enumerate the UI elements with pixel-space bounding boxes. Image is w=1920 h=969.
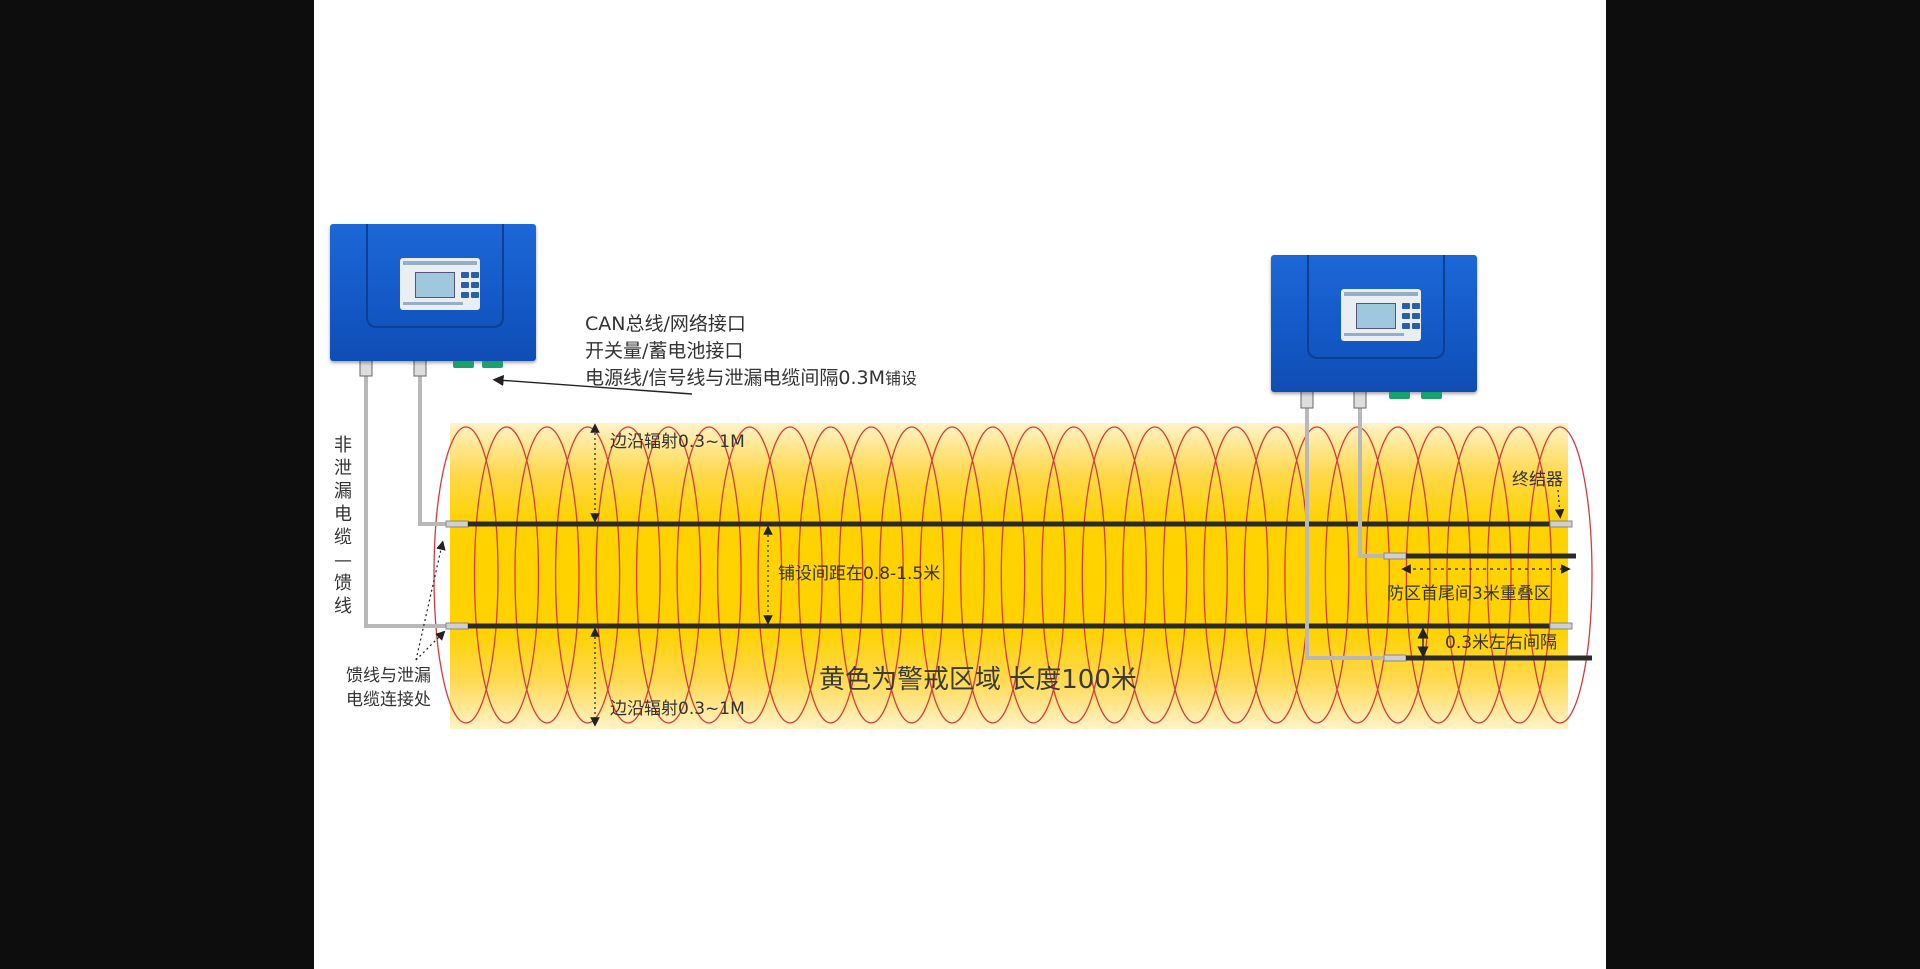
unit-key: [471, 272, 479, 278]
radiation-ellipse: [595, 426, 661, 724]
unit-key: [1412, 313, 1420, 319]
unit-key: [461, 292, 469, 298]
radiation-ellipse: [1203, 426, 1269, 724]
unit-key: [1402, 313, 1410, 319]
left-connector-top: [445, 520, 469, 528]
unit-display-title: [1344, 292, 1418, 296]
unit-port-1: [1389, 392, 1410, 399]
right-connector-top: [1383, 552, 1407, 560]
radiation-ellipse: [514, 426, 580, 724]
radiation-ellipse: [473, 426, 540, 724]
radiation-ellipse: [716, 426, 783, 724]
left-connector-bottom: [445, 622, 469, 630]
radiation-ellipse: [1365, 426, 1431, 724]
radiation-ellipse: [1122, 426, 1188, 724]
interface-label-power: 电源线/信号线与泄漏电缆间隔0.3M铺设: [585, 367, 917, 390]
radiation-ellipse: [554, 426, 621, 724]
radiation-ellipse: [798, 426, 864, 724]
feeder-cable-vertical-label: 非泄漏电缆—馈线: [334, 435, 352, 617]
diagram-canvas: CAN总线/网络接口 开关量/蓄电池接口 电源线/信号线与泄漏电缆间隔0.3M铺…: [314, 0, 1606, 969]
terminator-arrow: [1554, 489, 1565, 519]
unit-display-footer: [403, 302, 463, 305]
radiation-ellipse: [1081, 426, 1147, 724]
radiation-ellipse: [960, 426, 1026, 724]
overlap-zone-label: 防区首尾间3米重叠区: [1387, 584, 1551, 604]
radiation-ellipse: [757, 426, 823, 724]
interface-label-can: CAN总线/网络接口: [585, 313, 746, 335]
right-controller-unit: [1271, 255, 1477, 399]
unit-key: [1412, 303, 1420, 309]
radiation-ellipse: [1446, 426, 1512, 724]
unit-display-footer: [1344, 333, 1404, 336]
right-connector-bottom: [1383, 654, 1407, 662]
right-plug-1: [1300, 389, 1314, 409]
unit-port-1: [453, 361, 474, 368]
radiation-ellipse: [1324, 426, 1391, 724]
unit-key: [1402, 303, 1410, 309]
connection-arrow-2: [415, 630, 446, 661]
unit-lcd-screen: [1356, 303, 1396, 329]
unit-display-title: [403, 261, 477, 265]
terminator-label: 终结器: [1512, 470, 1563, 490]
interface-label-power-suffix: 铺设: [885, 369, 918, 388]
unit-key: [1402, 323, 1410, 329]
unit-lcd-screen: [415, 272, 455, 298]
radiation-ellipse: [919, 426, 985, 724]
radiation-ellipse: [676, 426, 742, 724]
right-feeder-cables: [1305, 396, 1384, 660]
unit-key: [471, 292, 479, 298]
edge-radiation-bottom-label: 边沿辐射0.3~1M: [610, 699, 745, 719]
radiation-ellipse: [1041, 426, 1107, 724]
unit-key: [461, 282, 469, 288]
unit-port-2: [482, 361, 503, 368]
interface-label-power-text: 电源线/信号线与泄漏电缆间隔0.3M: [585, 367, 886, 389]
connection-point-label-line2: 电缆连接处: [346, 690, 431, 710]
radiation-ellipse: [838, 426, 904, 724]
terminator-bottom: [1549, 622, 1573, 630]
radiation-ellipse: [635, 426, 702, 724]
radiation-ellipse: [1000, 426, 1066, 724]
left-controller-unit: [330, 224, 536, 368]
radiation-ellipse: [1162, 426, 1228, 724]
right-plug-2: [1353, 389, 1367, 409]
interface-pointer-arrow: [492, 374, 693, 395]
unit-front-panel: [366, 224, 504, 328]
connection-point-label-line1: 馈线与泄漏: [346, 666, 431, 686]
radiation-ellipse: [433, 426, 499, 724]
left-feeder-cables: [364, 365, 446, 628]
radiation-ellipse: [1284, 426, 1350, 724]
unit-key: [1412, 323, 1420, 329]
spacing-label: 铺设间距在0.8-1.5米: [778, 564, 941, 584]
alert-zone-label: 黄色为警戒区域 长度100米: [819, 665, 1137, 695]
terminator-top: [1549, 520, 1573, 528]
radiation-ellipse: [1486, 426, 1553, 724]
radiation-ellipse: [1527, 426, 1593, 724]
gap-label: 0.3米左右间隔: [1445, 633, 1558, 653]
unit-port-2: [1421, 392, 1442, 399]
edge-radiation-top-label: 边沿辐射0.3~1M: [610, 432, 745, 452]
radiation-pattern: [433, 426, 1593, 724]
interface-label-switch: 开关量/蓄电池接口: [585, 340, 744, 362]
unit-key: [461, 272, 469, 278]
unit-key: [471, 282, 479, 288]
radiation-ellipse: [1405, 426, 1472, 724]
diagram-svg: [359, 357, 1593, 729]
unit-front-panel: [1307, 255, 1445, 359]
radiation-ellipse: [879, 426, 945, 724]
